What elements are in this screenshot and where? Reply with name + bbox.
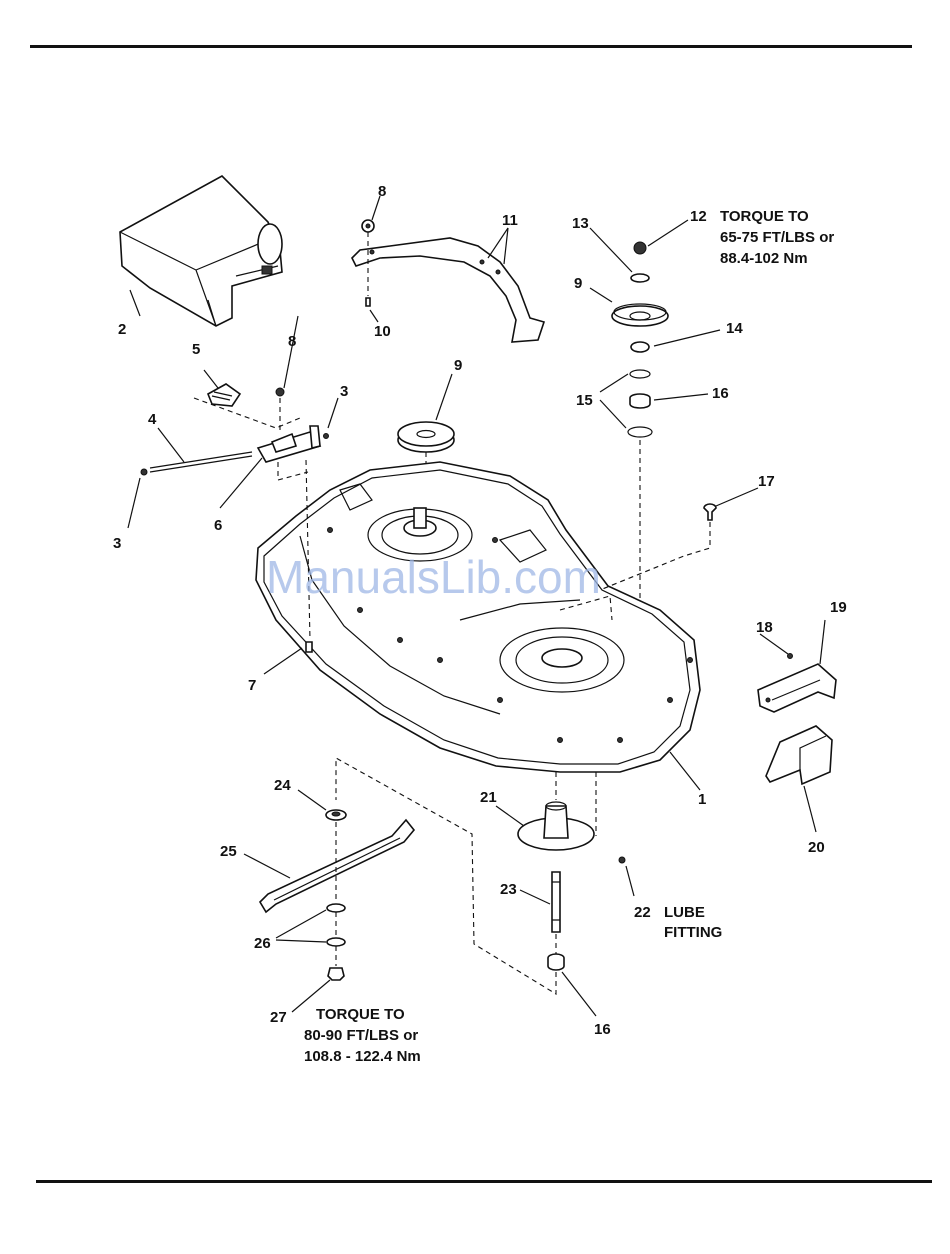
torque-note-bottom-line-1: TORQUE TO [316, 1006, 405, 1023]
callout-13: 13 [572, 215, 589, 232]
deflector-chute [120, 176, 282, 326]
callout-25: 25 [220, 843, 237, 860]
callout-3: 3 [113, 535, 121, 552]
callout-22: 22 [634, 904, 651, 921]
torque-note-top-line-1: TORQUE TO [720, 208, 809, 225]
callout-26: 26 [254, 935, 271, 952]
callout-12: 12 [690, 208, 707, 225]
brackets-19-20 [758, 654, 836, 785]
callout-23: 23 [500, 881, 517, 898]
right-pulley-stack [612, 242, 668, 612]
lube-fitting-note: LUBE FITTING [664, 904, 722, 941]
callout-6: 6 [214, 517, 222, 534]
callout-11: 11 [502, 212, 518, 229]
callout-8: 8 [378, 183, 386, 200]
callout-27: 27 [270, 1009, 287, 1026]
callout-20: 20 [808, 839, 825, 856]
bolt-17 [600, 504, 716, 590]
lube-note-line-2: FITTING [664, 924, 722, 941]
callout-9: 9 [454, 357, 462, 374]
callout-21: 21 [480, 789, 497, 806]
torque-note-bottom-line-3: 108.8 - 122.4 Nm [304, 1048, 421, 1065]
callout-10: 10 [374, 323, 391, 340]
torque-note-top-line-3: 88.4-102 Nm [720, 250, 808, 267]
callout-16: 16 [712, 385, 729, 402]
callout-1: 1 [698, 791, 706, 808]
watermark: ManualsLib.com [266, 551, 601, 603]
callout-17: 17 [758, 473, 775, 490]
callout-3: 3 [340, 383, 348, 400]
blade-assembly [260, 810, 414, 980]
callout-24: 24 [274, 777, 291, 794]
callout-4: 4 [148, 411, 157, 428]
callout-15: 15 [576, 392, 593, 409]
callout-19: 19 [830, 599, 847, 616]
lube-note-line-1: LUBE [664, 904, 705, 921]
callout-5: 5 [192, 341, 200, 358]
callout-16: 16 [594, 1021, 611, 1038]
callout-9: 9 [574, 275, 582, 292]
torque-note-top-line-2: 65-75 FT/LBS or [720, 229, 834, 246]
callout-18: 18 [756, 619, 773, 636]
callout-14: 14 [726, 320, 743, 337]
mower-deck-housing [256, 462, 700, 836]
torque-note-bottom-line-2: 80-90 FT/LBS or [304, 1027, 418, 1044]
torque-note-bottom: TORQUE TO 80-90 FT/LBS or 108.8 - 122.4 … [304, 1006, 421, 1065]
callout-8: 8 [288, 333, 296, 350]
callout-7: 7 [248, 677, 256, 694]
callout-2: 2 [118, 321, 126, 338]
torque-note-top: TORQUE TO 65-75 FT/LBS or 88.4-102 Nm [720, 208, 834, 267]
